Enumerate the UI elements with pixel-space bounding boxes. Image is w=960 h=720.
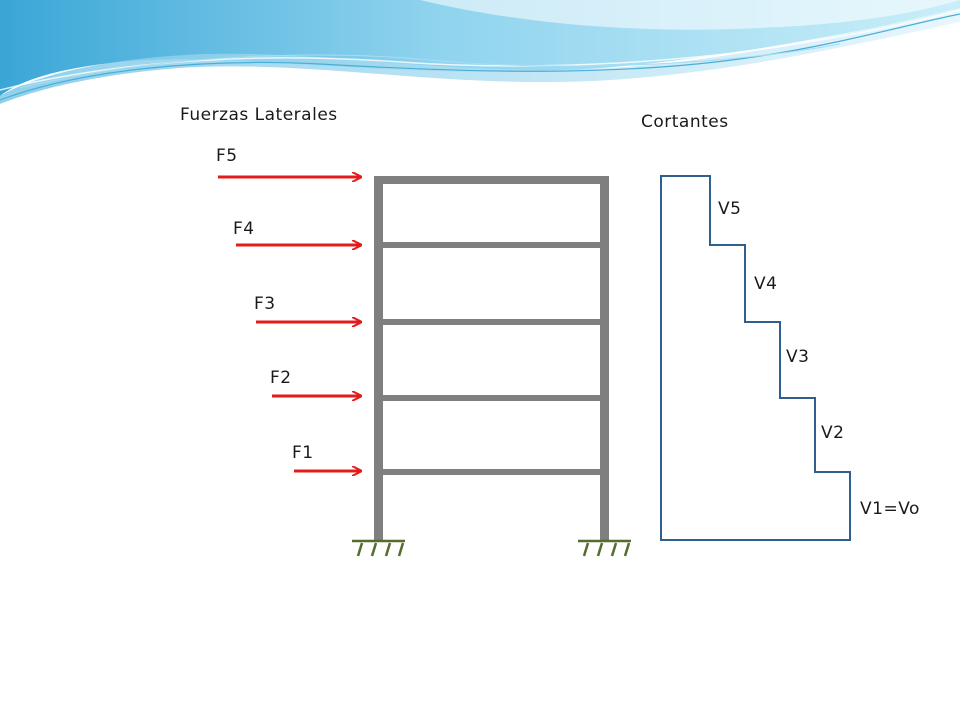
support-left-icon (352, 539, 405, 557)
shear-label-v2: V2 (821, 423, 845, 443)
force-label-f4: F4 (233, 219, 255, 239)
frame-beam-level-3 (374, 319, 609, 325)
frame-column-right (600, 176, 609, 540)
shears-heading: Cortantes (641, 112, 729, 132)
shear-label-v4: V4 (754, 274, 778, 294)
shear-diagram (660, 175, 851, 541)
shear-label-v5: V5 (718, 199, 742, 219)
frame-beam-level-2 (374, 395, 609, 401)
shear-label-v3: V3 (786, 347, 810, 367)
frame-beam-level-1 (374, 469, 609, 475)
force-label-f1: F1 (292, 443, 314, 463)
force-label-f3: F3 (254, 294, 276, 314)
forces-heading: Fuerzas Laterales (180, 105, 338, 125)
frame-beam-level-4 (374, 242, 609, 248)
header-wave-decoration (0, 0, 960, 104)
force-arrows (218, 177, 360, 471)
frame-column-left (374, 176, 383, 540)
force-label-f2: F2 (270, 368, 292, 388)
building-frame (374, 176, 609, 540)
force-label-f5: F5 (216, 146, 238, 166)
frame-beam-roof (374, 176, 609, 184)
shear-label-v1: V1=Vo (860, 499, 920, 519)
support-right-icon (578, 539, 631, 557)
